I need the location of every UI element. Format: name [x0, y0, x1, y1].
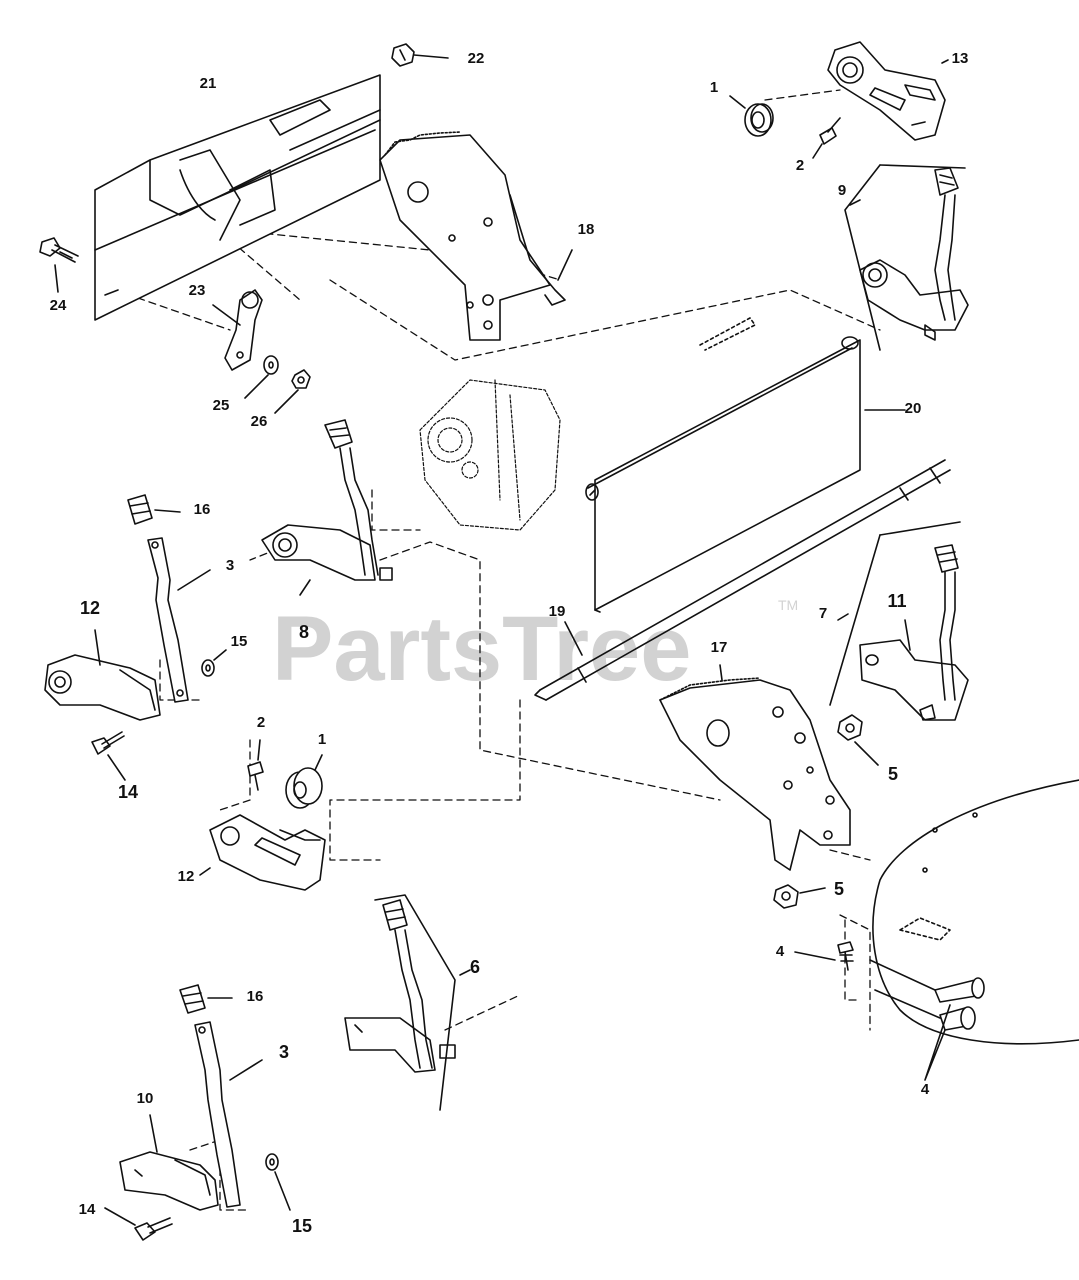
callout-24: 24 — [50, 297, 67, 314]
part-5-nut-upper — [837, 714, 879, 766]
callout-12: 12 — [80, 598, 100, 618]
watermark-text: PartsTree — [272, 598, 691, 700]
part-9-lever-assembly — [844, 164, 969, 351]
part-16-knob-upper — [127, 494, 181, 525]
part-4-bolts-pair — [869, 959, 985, 1081]
part-25-washer — [244, 355, 279, 399]
part-24-bolt — [39, 237, 79, 293]
part-13-bearing-plate — [827, 41, 949, 141]
part-14-bolt-upper — [91, 731, 126, 781]
callout-14: 14 — [79, 1201, 96, 1218]
part-4-screw-upper — [794, 941, 854, 971]
part-2-screw-lower — [247, 739, 264, 791]
callout-9: 9 — [838, 182, 846, 199]
callout-5: 5 — [834, 879, 844, 899]
part-26-nut — [274, 369, 311, 414]
deck-outline — [872, 779, 1079, 1045]
part-6-lever-assembly — [344, 894, 471, 1111]
callout-17: 17 — [711, 639, 728, 656]
callout-15: 15 — [292, 1216, 312, 1236]
callout-3: 3 — [279, 1042, 289, 1062]
callout-2: 2 — [257, 714, 265, 731]
callout-26: 26 — [251, 413, 268, 430]
callout-6: 6 — [470, 957, 480, 977]
callout-2: 2 — [796, 157, 804, 174]
callout-15: 15 — [231, 633, 248, 650]
part-16-knob-lower — [179, 984, 233, 1014]
part-12-bracket-upper — [44, 629, 161, 721]
part-15-washer-upper — [201, 649, 227, 677]
callout-12: 12 — [178, 868, 195, 885]
part-2-screw-top — [812, 117, 841, 159]
callout-10: 10 — [137, 1090, 154, 1107]
callout-20: 20 — [905, 400, 922, 417]
part-12-bracket-lower — [199, 814, 326, 891]
callout-16: 16 — [194, 501, 211, 518]
callout-8: 8 — [299, 622, 309, 642]
callout-23: 23 — [189, 282, 206, 299]
part-17-gear-plate — [659, 664, 851, 871]
part-14-bolt-lower — [104, 1207, 173, 1241]
callout-4: 4 — [776, 943, 785, 960]
part-23-lever — [212, 289, 263, 371]
callout-1: 1 — [318, 731, 326, 748]
callout-3: 3 — [226, 557, 234, 574]
callout-21: 21 — [200, 75, 217, 92]
part-1-bearing-top — [729, 95, 774, 137]
part-10-bracket-lower — [119, 1114, 219, 1211]
callout-22: 22 — [468, 50, 485, 67]
callout-13: 13 — [952, 50, 969, 67]
part-5-nut-lower — [773, 884, 826, 909]
callout-7: 7 — [819, 605, 827, 622]
callout-11: 11 — [887, 591, 906, 611]
callout-1: 1 — [710, 79, 718, 96]
part-22-nut — [391, 43, 449, 67]
part-19-shaft — [534, 459, 951, 701]
part-8-lever-assembly — [261, 419, 393, 596]
part-3-lever-upper — [147, 537, 211, 703]
callout-25: 25 — [213, 397, 230, 414]
center-housing-dotted — [419, 379, 561, 531]
part-1-bearing-lower — [285, 754, 323, 809]
part-20-tube-assembly — [585, 317, 906, 613]
part-7-lever-assembly — [829, 521, 969, 721]
part-15-washer-lower — [265, 1153, 291, 1211]
part-21-channel-bracket — [94, 74, 381, 321]
callout-18: 18 — [578, 221, 595, 238]
callout-14: 14 — [118, 782, 138, 802]
watermark-trademark: TM — [778, 597, 798, 613]
callout-16: 16 — [247, 988, 264, 1005]
callout-19: 19 — [549, 603, 566, 620]
part-18-gear-plate — [379, 131, 573, 341]
part-3-lever-lower — [194, 1021, 263, 1208]
callout-5: 5 — [888, 764, 898, 784]
callout-4: 4 — [921, 1081, 930, 1098]
